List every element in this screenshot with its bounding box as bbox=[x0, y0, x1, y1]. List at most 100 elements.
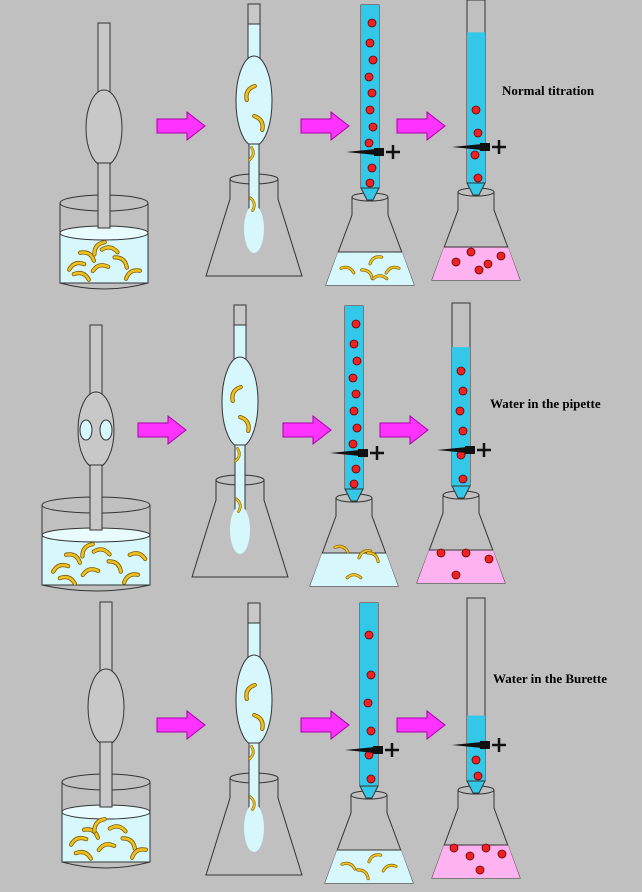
particle bbox=[91, 263, 110, 273]
pipette-stem-liquid bbox=[247, 622, 261, 659]
step-endpoint bbox=[431, 0, 521, 281]
particle bbox=[360, 268, 374, 280]
particle bbox=[69, 836, 88, 846]
red-drop bbox=[348, 439, 358, 449]
particle bbox=[81, 542, 94, 558]
burette-titrant bbox=[360, 603, 378, 786]
burette-tap bbox=[330, 450, 360, 456]
particle bbox=[368, 853, 382, 863]
red-drop bbox=[436, 548, 446, 558]
red-drop bbox=[348, 373, 358, 383]
pipette-tip bbox=[89, 464, 103, 531]
burette-tip bbox=[359, 785, 379, 799]
burette-tap bbox=[437, 447, 467, 453]
burette-tap bbox=[452, 144, 482, 150]
red-drop bbox=[364, 138, 374, 148]
red-drop bbox=[349, 339, 359, 349]
red-drop bbox=[497, 849, 507, 859]
burette-tip bbox=[344, 488, 364, 502]
particle bbox=[92, 548, 111, 556]
burette-tip bbox=[466, 780, 486, 794]
water-bubble bbox=[79, 419, 93, 441]
burette-tap bbox=[345, 747, 375, 753]
burette-tip bbox=[360, 187, 380, 201]
red-drop bbox=[451, 257, 461, 267]
particle bbox=[341, 862, 356, 870]
particle bbox=[122, 573, 140, 585]
draining-liquid bbox=[244, 804, 264, 852]
red-drop bbox=[365, 105, 375, 115]
step-pipette-in-beaker bbox=[59, 22, 149, 290]
process-arrow bbox=[379, 414, 429, 446]
arrow-shape bbox=[156, 110, 206, 142]
arrow-shape bbox=[379, 414, 429, 446]
red-drop bbox=[365, 178, 375, 188]
red-drop bbox=[349, 479, 359, 489]
pipette-bulb bbox=[235, 55, 273, 147]
process-arrow bbox=[156, 709, 206, 741]
red-drop bbox=[364, 630, 374, 640]
burette-tap bbox=[452, 742, 482, 748]
particle bbox=[67, 261, 86, 271]
red-drop bbox=[449, 843, 459, 853]
step-pipette-over-flask bbox=[191, 304, 289, 578]
arrow-shape bbox=[156, 709, 206, 741]
red-drop bbox=[458, 426, 468, 436]
red-drop bbox=[474, 265, 484, 275]
particle bbox=[108, 825, 127, 833]
tap-handle bbox=[374, 148, 384, 156]
beaker bbox=[61, 782, 151, 869]
burette-titrant bbox=[467, 715, 485, 781]
red-drop bbox=[496, 251, 506, 261]
particle bbox=[248, 146, 255, 161]
particle bbox=[97, 842, 116, 852]
particle bbox=[385, 266, 400, 274]
red-drop bbox=[368, 122, 378, 132]
row-label-normal-titration: Normal titration bbox=[502, 83, 595, 98]
tap-handle bbox=[480, 741, 490, 749]
particle bbox=[121, 837, 137, 850]
particle bbox=[100, 246, 119, 254]
particle bbox=[72, 271, 91, 281]
water-bubble bbox=[99, 419, 113, 441]
red-drop bbox=[473, 173, 483, 183]
red-drop bbox=[465, 851, 475, 861]
particle bbox=[248, 745, 255, 760]
step-pipette-over-flask bbox=[205, 602, 303, 876]
arrow-shape bbox=[396, 110, 446, 142]
particle bbox=[356, 868, 370, 880]
beaker bbox=[59, 203, 149, 290]
particle bbox=[113, 256, 129, 269]
red-drop bbox=[455, 406, 465, 416]
red-drop bbox=[351, 319, 361, 329]
red-drop bbox=[461, 548, 471, 558]
particle bbox=[249, 796, 256, 811]
red-drop bbox=[466, 247, 476, 257]
beaker bbox=[41, 505, 151, 592]
tap-handle bbox=[480, 143, 490, 151]
particle bbox=[58, 575, 77, 585]
red-drop bbox=[366, 726, 376, 736]
row-label-water-in-burette: Water in the Burette bbox=[493, 671, 607, 686]
step-endpoint bbox=[431, 597, 521, 879]
flask-solution bbox=[310, 553, 398, 586]
particle bbox=[74, 850, 93, 860]
red-drop bbox=[351, 389, 361, 399]
particle bbox=[340, 266, 355, 274]
row-label-water-in-pipette: Water in the pipette bbox=[490, 396, 601, 411]
arrow-shape bbox=[300, 709, 350, 741]
particle bbox=[382, 864, 397, 872]
particle bbox=[93, 240, 106, 256]
red-drop bbox=[351, 464, 361, 474]
process-arrow bbox=[156, 110, 206, 142]
particle bbox=[234, 447, 241, 462]
burette-tip bbox=[466, 182, 486, 196]
particle bbox=[78, 251, 96, 263]
red-drop bbox=[349, 406, 359, 416]
red-drop bbox=[365, 38, 375, 48]
red-drop bbox=[483, 259, 493, 269]
red-drop bbox=[368, 55, 378, 65]
particle bbox=[334, 545, 349, 553]
